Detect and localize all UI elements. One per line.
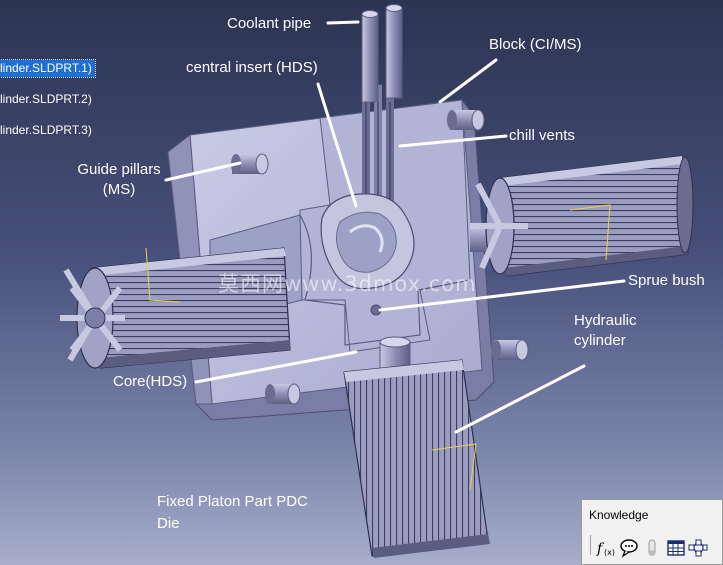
hydraulic-cylinder-bottom[interactable] <box>343 359 490 558</box>
callout-leaders <box>164 20 626 434</box>
knowledge-toolbar[interactable]: Knowledge f (x) <box>581 499 723 565</box>
caption-line2: Die <box>157 515 180 532</box>
label-chill-vents: chill vents <box>509 127 575 144</box>
label-block: Block (CI/MS) <box>489 36 582 53</box>
label-hydraulic-line2: cylinder <box>574 332 626 349</box>
toolbar-title: Knowledge <box>589 508 649 522</box>
table-icon[interactable] <box>666 537 686 559</box>
comment-icon[interactable] <box>619 537 639 559</box>
toolbar-grip[interactable] <box>586 535 591 555</box>
label-guide-pillars-line1: Guide pillars <box>77 161 161 178</box>
label-sprue-bush: Sprue bush <box>628 272 705 289</box>
check-icon[interactable] <box>642 537 662 559</box>
hydraulic-cylinder-right[interactable] <box>470 155 694 277</box>
label-coolant-pipe: Coolant pipe <box>227 15 312 32</box>
parameters-icon[interactable] <box>688 537 708 559</box>
label-hydraulic-line1: Hydraulic <box>574 312 637 329</box>
central-insert[interactable] <box>320 193 415 290</box>
hydraulic-cylinder-left[interactable] <box>60 247 291 369</box>
label-hydraulic-cylinder: Hydraulic cylinder <box>574 311 637 351</box>
tree-item-3[interactable]: linder.SLDPRT.3) <box>0 123 92 137</box>
coolant-pipes[interactable] <box>361 4 403 103</box>
caption-line1: Fixed Platon Part PDC <box>157 493 308 510</box>
formula-icon[interactable]: f (x) <box>596 537 616 559</box>
label-guide-pillars: Guide pillars (MS) <box>71 160 167 200</box>
svg-text:f: f <box>596 541 605 557</box>
figure-caption: Fixed Platon Part PDC Die <box>157 491 347 535</box>
label-guide-pillars-line2: (MS) <box>102 181 136 198</box>
watermark: 莫西网www.3dmox.com <box>218 272 477 296</box>
label-core: Core(HDS) <box>113 373 188 390</box>
tree-item-2[interactable]: linder.SLDPRT.2) <box>0 92 92 106</box>
label-central-insert: central insert (HDS) <box>186 59 318 76</box>
tree-item-1[interactable]: linder.SLDPRT.1) <box>0 59 96 78</box>
svg-text:(x): (x) <box>604 548 615 557</box>
